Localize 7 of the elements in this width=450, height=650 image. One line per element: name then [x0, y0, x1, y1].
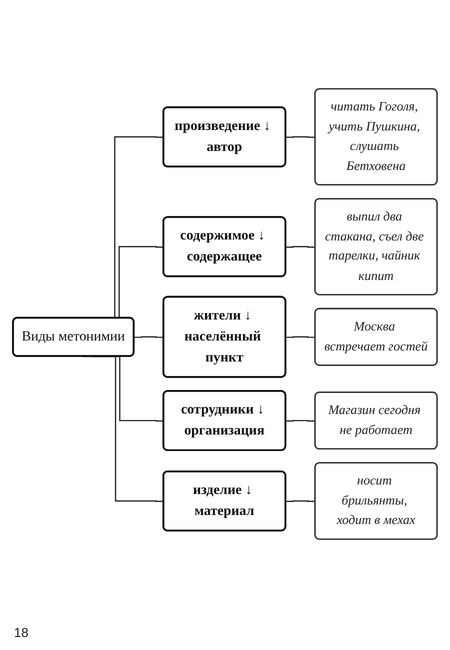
connector: [286, 336, 316, 338]
connector: [286, 246, 316, 248]
connector: [286, 136, 316, 138]
connector: [286, 500, 316, 502]
connector: [286, 420, 316, 422]
page-number: 18: [14, 625, 28, 640]
connector: [134, 336, 164, 338]
